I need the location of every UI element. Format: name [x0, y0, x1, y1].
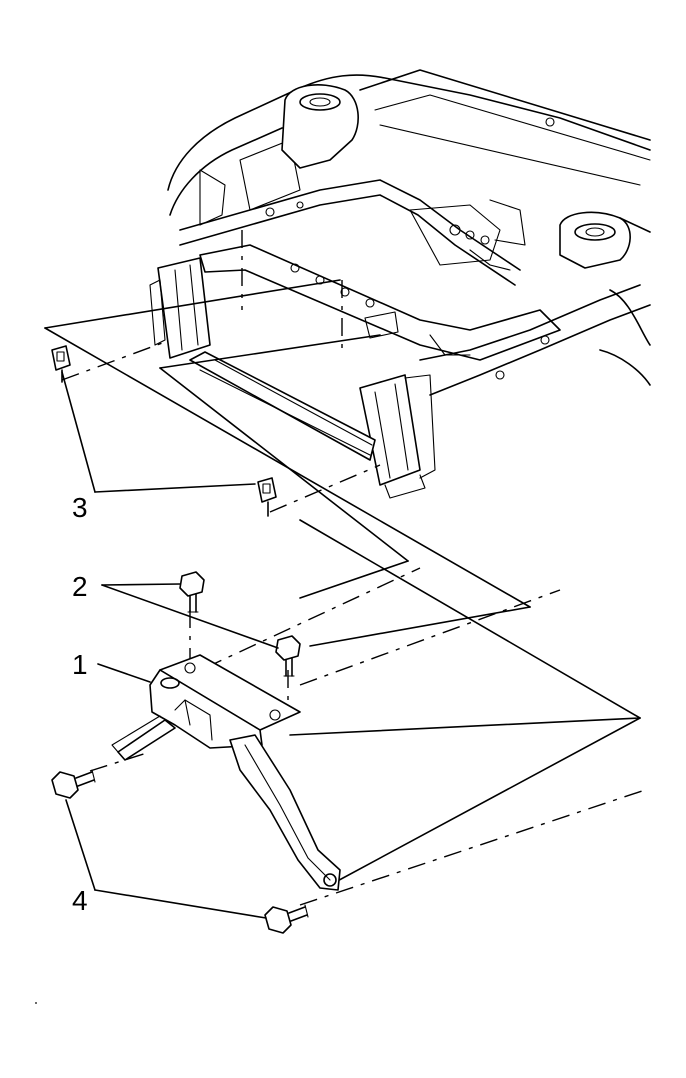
bolt-side-lower — [264, 904, 309, 934]
bolt-upper — [179, 571, 205, 613]
vehicle-front-frame — [149, 69, 651, 499]
clip-nut-lower — [257, 477, 277, 517]
callout-4: 4 — [72, 885, 88, 916]
callout-1: 1 — [72, 649, 88, 680]
bolt-side-upper — [51, 769, 96, 799]
bolt-lower — [275, 635, 301, 677]
reference-plane-lines — [44, 279, 646, 906]
engine-mount-bracket — [111, 654, 341, 891]
leader-lines — [61, 371, 279, 919]
clip-nut-upper — [51, 345, 71, 383]
callout-3: 3 — [72, 492, 88, 523]
callout-2: 2 — [72, 571, 88, 602]
scan-speck — [35, 1002, 37, 1004]
